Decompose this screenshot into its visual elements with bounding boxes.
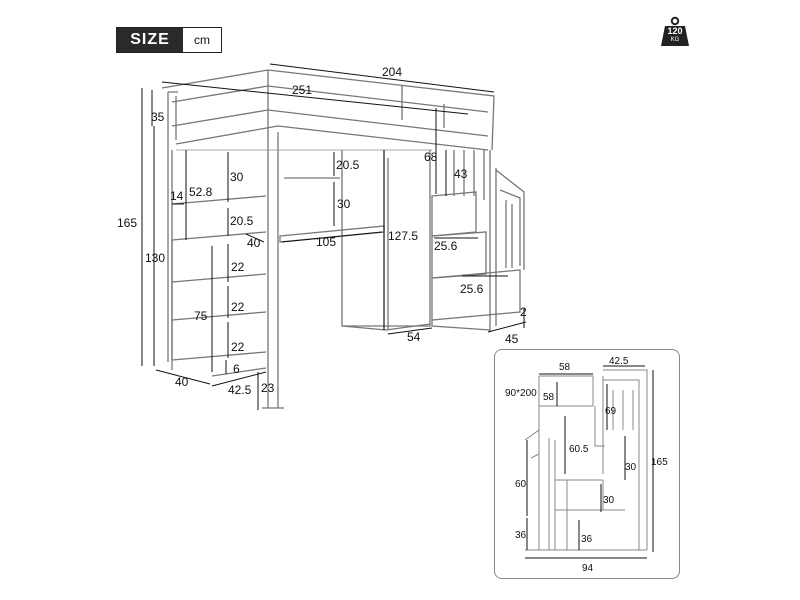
inset-mattress: 90*200 [505, 388, 537, 399]
inset-side-height: 69 [605, 406, 617, 417]
dim-step-rise-top: 43 [454, 167, 468, 181]
weight-badge: 120 KG [659, 16, 691, 48]
weight-unit: KG [670, 37, 680, 43]
inset-step-height-upper: 30 [625, 462, 637, 473]
dim-drawer-3: 22 [231, 340, 245, 354]
weight-value: 120 [667, 26, 683, 36]
inset-bottom-step: 36 [581, 534, 593, 545]
weight-icon [661, 16, 689, 46]
size-label: SIZE [117, 28, 183, 52]
inset-panel: 58 42.5 90*200 58 69 60.5 30 30 60 165 3… [494, 349, 680, 579]
dim-wardrobe-height: 127.5 [388, 229, 418, 243]
dim-leg-height: 23 [261, 381, 275, 395]
inset-drawing [524, 369, 648, 551]
inset-step-height-lower: 30 [603, 495, 615, 506]
inset-dimension-lines [525, 365, 654, 559]
dim-drawer-stack: 75 [194, 309, 208, 323]
dim-desk-top-gap: 30 [337, 197, 351, 211]
dim-desk-depth: 40 [247, 236, 261, 250]
dim-base-width: 42.5 [228, 383, 252, 397]
unit-label: cm [194, 33, 210, 47]
dim-ladder-gap: 68 [424, 150, 438, 164]
dim-rod-gap: 20.5 [336, 158, 360, 172]
dim-step-depth-upper: 25.6 [434, 239, 458, 253]
inset-bottom-left: 36 [515, 530, 527, 541]
inset-stair-rail-height: 60 [515, 479, 527, 490]
inset-end-height: 58 [543, 392, 555, 403]
dim-drawer-1: 22 [231, 260, 245, 274]
inset-dimension-labels: 58 42.5 90*200 58 69 60.5 30 30 60 165 3… [505, 356, 668, 574]
inset-diagram: 58 42.5 90*200 58 69 60.5 30 30 60 165 3… [505, 356, 668, 574]
dimension-lines [141, 63, 527, 410]
dim-stair-post: 2 [520, 305, 527, 319]
dim-lower-shelf-gap: 20.5 [230, 214, 254, 228]
dim-total-length: 204 [382, 65, 402, 79]
dim-base-gap: 6 [233, 362, 240, 376]
dim-stair-depth: 45 [505, 332, 519, 346]
dimension-labels: 204 251 35 165 130 68 43 14 52.8 30 20.5… [117, 65, 527, 397]
dim-rail-length: 251 [292, 83, 312, 97]
dim-total-height: 165 [117, 216, 137, 230]
dim-under-bed-height: 130 [145, 251, 165, 265]
dim-drawer-2: 22 [231, 300, 245, 314]
inset-total-height: 165 [651, 457, 668, 468]
inset-total-width: 94 [582, 563, 594, 574]
dim-shelf-height: 52.8 [189, 185, 213, 199]
dim-wardrobe-width: 54 [407, 330, 421, 344]
dim-desk-length: 105 [316, 235, 336, 249]
dim-shelf-depth: 14 [170, 189, 184, 203]
inset-mid-height: 60.5 [569, 444, 589, 455]
inset-side-width: 42.5 [609, 356, 629, 367]
size-header: SIZE cm [116, 27, 222, 53]
dim-rail-height: 35 [151, 110, 165, 124]
dim-step-depth-lower: 25.6 [460, 282, 484, 296]
inset-top-width: 58 [559, 362, 571, 373]
dim-base-depth: 40 [175, 375, 189, 389]
bed-drawing [161, 69, 525, 409]
dim-upper-shelf-gap: 30 [230, 170, 244, 184]
